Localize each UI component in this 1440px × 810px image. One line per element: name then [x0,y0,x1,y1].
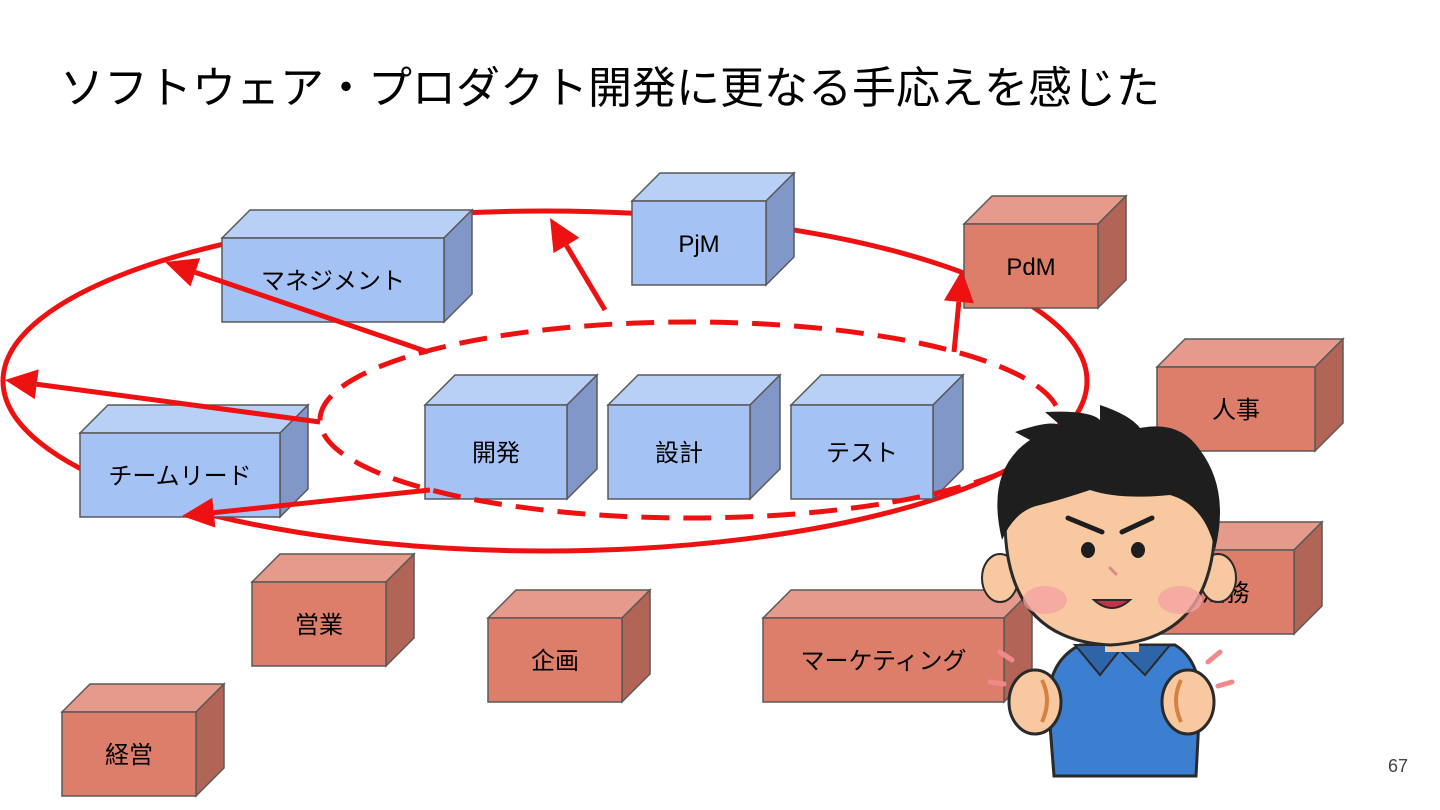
box-label: 人事 [1212,396,1260,424]
outer-scope-ellipse [0,208,1090,554]
boy-left-eye [1081,542,1095,558]
arrows-layer [5,218,974,528]
box-top-face [1155,338,1345,368]
box-label: マネジメント [261,267,405,295]
box-front-face [61,711,197,797]
arrow-to-left-ring [5,369,321,425]
box-front-face [79,432,281,518]
boy-right-fist [1160,668,1216,736]
arrow-to-top-ring [550,218,608,312]
box-label: 開発 [472,439,520,467]
arrow-to-pdm [943,270,974,353]
box-front-face [251,581,387,667]
box-test: テスト [789,373,965,501]
box-pdm: PdM [962,194,1128,310]
slide-title: ソフトウェア・プロダクト開発に更なる手応えを感じた [60,63,1160,114]
box-design: 設計 [606,373,782,501]
box-management-business: 経営 [60,682,226,798]
box-label: 企画 [531,647,579,675]
box-hr: 人事 [1155,337,1345,453]
boy-collar [1072,644,1173,677]
box-sales: 営業 [250,552,416,668]
boy-right-eye [1131,542,1145,558]
boy-mouth [1091,599,1133,609]
boxes-layer: マネジメントPjMPdMチームリード開発設計テスト人事法務営業企画マーケティング… [60,171,1345,798]
box-label: テスト [826,439,898,467]
box-front-face [963,223,1099,309]
box-dev: 開発 [423,373,599,501]
boy-hair [997,405,1220,550]
box-front-face [790,404,934,500]
arrow-to-team-lead [182,487,431,528]
box-label: 経営 [105,741,153,769]
box-pjm: PjM [630,171,796,287]
box-top-face [220,209,474,239]
box-label: PdM [1006,254,1055,281]
box-front-face [607,404,751,500]
boy-illustration [981,405,1237,778]
box-management: マネジメント [220,208,474,324]
box-front-face [762,617,1005,703]
box-label: PjM [678,231,719,258]
box-label: 設計 [655,439,703,467]
box-marketing: マーケティング [761,588,1034,704]
box-front-face [424,404,568,500]
box-planning: 企画 [486,588,652,704]
box-top-face [78,404,310,434]
box-front-face [631,200,767,286]
box-label: 営業 [295,611,343,639]
page-number: 67 [1387,756,1408,776]
arrow-to-management [165,258,429,355]
boy-left-fist [1007,668,1063,736]
box-front-face [487,617,623,703]
box-team-lead: チームリード [78,403,310,519]
box-label: マーケティング [800,647,966,675]
box-label: チームリード [108,462,251,490]
